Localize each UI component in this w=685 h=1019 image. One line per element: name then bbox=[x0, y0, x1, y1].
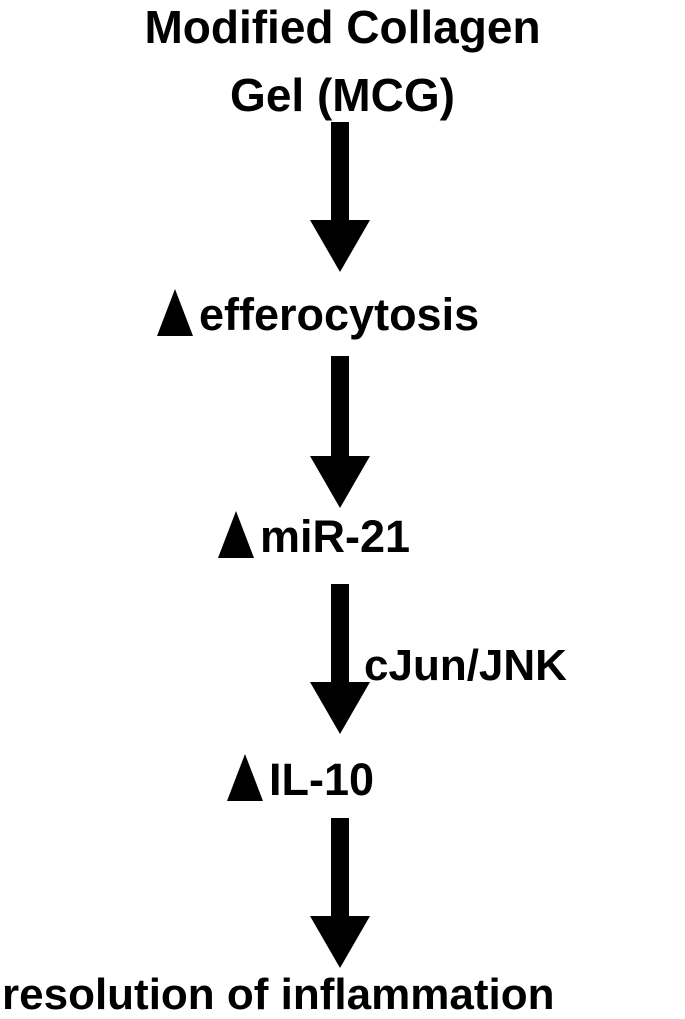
edge-label-cjun-jnk: cJun/JNK bbox=[364, 641, 567, 690]
step-label: efferocytosis bbox=[199, 289, 480, 340]
arrow-2 bbox=[310, 356, 370, 508]
up-triangle-icon bbox=[227, 754, 263, 801]
step-efferocytosis: efferocytosis bbox=[157, 289, 479, 340]
step-mir-21: miR-21 bbox=[218, 511, 410, 562]
step-label: miR-21 bbox=[260, 511, 411, 562]
step-label: IL-10 bbox=[269, 754, 375, 805]
title-line-1: Modified Collagen bbox=[144, 1, 541, 53]
title-line-2: Gel (MCG) bbox=[230, 69, 455, 121]
step-il-10: IL-10 bbox=[227, 754, 374, 805]
up-triangle-icon bbox=[218, 511, 254, 558]
outcome-label: resolution of inflammation bbox=[2, 970, 555, 1019]
arrow-4 bbox=[310, 818, 370, 968]
arrow-1 bbox=[310, 122, 370, 272]
arrow-3 bbox=[310, 584, 370, 734]
up-triangle-icon bbox=[157, 289, 193, 336]
